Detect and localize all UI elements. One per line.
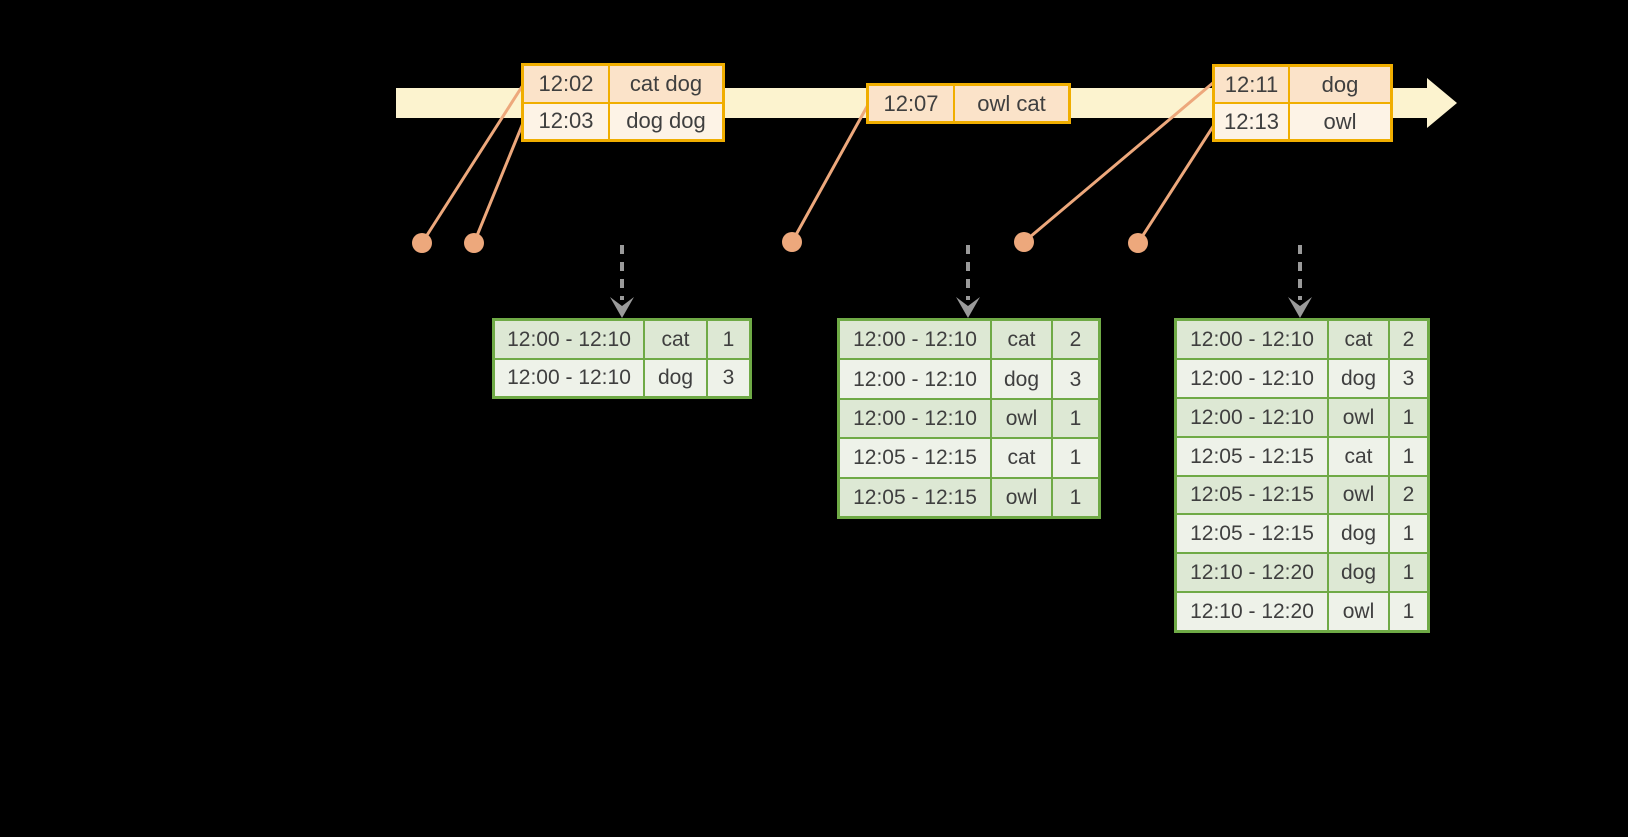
event-words-cell: dog dog (610, 103, 722, 139)
window-cell: 12:00 - 12:10 (495, 359, 643, 396)
word-cell: dog (1329, 359, 1388, 397)
window-cell: 12:00 - 12:10 (495, 321, 643, 358)
event-dot (1014, 232, 1034, 252)
word-cell: owl (1329, 398, 1388, 436)
count-cell: 1 (1390, 398, 1427, 436)
event-words-cell: owl (1290, 104, 1390, 139)
event-dot (464, 233, 484, 253)
event-dot (1128, 233, 1148, 253)
word-cell: cat (1329, 437, 1388, 475)
window-cell: 12:05 - 12:15 (840, 478, 990, 516)
window-cell: 12:05 - 12:15 (840, 439, 990, 477)
event-table: 12:11 dog 12:13 owl (1212, 64, 1393, 142)
event-words-cell: cat dog (610, 66, 722, 102)
result-table: 12:00 - 12:10 cat 1 12:00 - 12:10 dog 3 (492, 318, 752, 399)
connector-line (1023, 80, 1215, 244)
event-time-cell: 12:07 (869, 86, 953, 121)
count-cell: 1 (1390, 515, 1427, 553)
window-cell: 12:10 - 12:20 (1177, 554, 1327, 592)
connector-line (1136, 124, 1216, 244)
result-table: 12:00 - 12:10 cat 2 12:00 - 12:10 dog 3 … (1174, 318, 1430, 633)
dashed-down-arrow-icon (610, 245, 634, 318)
count-cell: 2 (1053, 321, 1098, 359)
connector-line (420, 84, 525, 244)
word-cell: dog (645, 359, 706, 396)
count-cell: 1 (1390, 593, 1427, 630)
word-cell: dog (1329, 554, 1388, 592)
event-table: 12:07 owl cat (866, 83, 1071, 124)
window-cell: 12:00 - 12:10 (840, 321, 990, 359)
connector-line (472, 122, 525, 244)
window-cell: 12:00 - 12:10 (1177, 359, 1327, 397)
word-cell: owl (1329, 593, 1388, 630)
window-cell: 12:10 - 12:20 (1177, 593, 1327, 630)
word-cell: dog (1329, 515, 1388, 553)
result-table: 12:00 - 12:10 cat 2 12:00 - 12:10 dog 3 … (837, 318, 1101, 519)
event-time-cell: 12:11 (1215, 67, 1288, 102)
word-cell: cat (992, 321, 1051, 359)
count-cell: 2 (1390, 321, 1427, 358)
word-cell: cat (645, 321, 706, 358)
event-words-cell: dog (1290, 67, 1390, 102)
window-cell: 12:00 - 12:10 (1177, 398, 1327, 436)
count-cell: 1 (1053, 478, 1098, 516)
count-cell: 3 (708, 359, 749, 396)
connector-line (790, 102, 871, 243)
count-cell: 2 (1390, 476, 1427, 514)
dashed-down-arrow-icon (956, 245, 980, 318)
count-cell: 3 (1053, 360, 1098, 398)
event-time-cell: 12:03 (524, 103, 608, 139)
event-dot (412, 233, 432, 253)
window-cell: 12:05 - 12:15 (1177, 515, 1327, 553)
count-cell: 3 (1390, 359, 1427, 397)
event-dot (782, 232, 802, 252)
count-cell: 1 (1053, 399, 1098, 438)
window-cell: 12:05 - 12:15 (1177, 437, 1327, 475)
window-cell: 12:00 - 12:10 (1177, 321, 1327, 358)
event-time-cell: 12:02 (524, 66, 608, 102)
count-cell: 1 (1390, 437, 1427, 475)
event-words-cell: owl cat (955, 86, 1068, 121)
event-time-cell: 12:13 (1215, 104, 1288, 139)
word-cell: cat (1329, 321, 1388, 358)
window-cell: 12:00 - 12:10 (840, 399, 990, 438)
count-cell: 1 (708, 321, 749, 358)
word-cell: cat (992, 439, 1051, 477)
count-cell: 1 (1053, 439, 1098, 477)
timeline-arrowhead-icon (1427, 78, 1457, 128)
word-cell: dog (992, 360, 1051, 398)
word-cell: owl (992, 399, 1051, 438)
word-cell: owl (992, 478, 1051, 516)
window-cell: 12:00 - 12:10 (840, 360, 990, 398)
dashed-down-arrow-icon (1288, 245, 1312, 318)
count-cell: 1 (1390, 554, 1427, 592)
event-table: 12:02 cat dog 12:03 dog dog (521, 63, 725, 142)
window-cell: 12:05 - 12:15 (1177, 476, 1327, 514)
word-cell: owl (1329, 476, 1388, 514)
